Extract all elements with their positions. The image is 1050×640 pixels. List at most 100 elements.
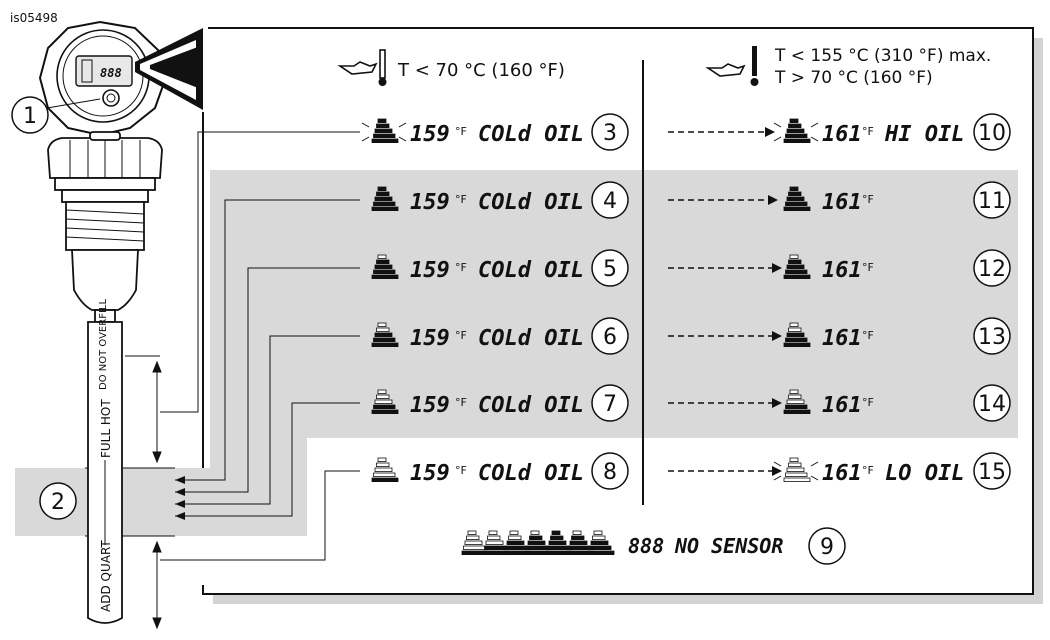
level-icons-cycle bbox=[461, 530, 615, 555]
degree-unit: °F bbox=[455, 193, 467, 206]
hot-row-15: 161°F LO OIL 15 bbox=[668, 452, 1011, 490]
temp-reading: 161 bbox=[822, 258, 862, 283]
callout-4-circle bbox=[591, 181, 629, 219]
hot-row-14: 161°F 14 bbox=[668, 384, 1011, 422]
callout-6: 6 bbox=[603, 325, 617, 350]
level-icon bbox=[371, 322, 399, 347]
sensor-text: NO SENSOR bbox=[674, 534, 783, 558]
transition-arrow bbox=[668, 195, 778, 205]
level-icon bbox=[361, 118, 407, 143]
callout-11-circle bbox=[973, 181, 1011, 219]
temp-reading: 159 bbox=[410, 258, 450, 283]
degree-unit: °F bbox=[862, 125, 874, 138]
level-icon bbox=[371, 389, 399, 414]
degree-unit: °F bbox=[862, 193, 874, 206]
cold-row-4: 159 °F COLd OIL 4 bbox=[371, 181, 629, 219]
temp-reading: 161 bbox=[822, 461, 862, 486]
callout-10: 10 bbox=[978, 121, 1006, 146]
dipstick-add-quart: ADD QUART bbox=[99, 540, 113, 612]
callout-15: 15 bbox=[978, 460, 1006, 485]
callout-12-circle bbox=[973, 249, 1011, 287]
level-icon bbox=[783, 186, 811, 211]
level-icon bbox=[587, 530, 615, 555]
cold-row-3: 159 °F COLd OIL 3 bbox=[361, 113, 629, 151]
temp-reading: 161 bbox=[822, 393, 862, 418]
temp-reading: 159 bbox=[410, 122, 450, 147]
hot-row-10: 161°F HI OIL 10 bbox=[668, 113, 1011, 151]
callout-3: 3 bbox=[603, 121, 617, 146]
cap-display-digits: 888 bbox=[100, 66, 122, 80]
cold-row-8: 159 °F COLd OIL 8 bbox=[371, 452, 629, 490]
callout-1-circle bbox=[11, 96, 49, 134]
oil-temp-icon-left bbox=[337, 49, 387, 86]
status-text: COLd OIL bbox=[478, 326, 584, 351]
callout-9: 9 bbox=[820, 535, 834, 560]
degree-unit: °F bbox=[455, 396, 467, 409]
callout-8: 8 bbox=[603, 460, 617, 485]
transition-arrow bbox=[668, 466, 782, 476]
degree-unit: °F bbox=[862, 464, 874, 477]
callout-15-circle bbox=[973, 452, 1011, 490]
degree-unit: °F bbox=[455, 464, 467, 477]
status-text: COLd OIL bbox=[478, 122, 584, 147]
callout-3-circle bbox=[591, 113, 629, 151]
temp-reading: 161 bbox=[822, 190, 862, 215]
oil-cap-top-view: 888 bbox=[38, 20, 167, 137]
callout-11: 11 bbox=[978, 189, 1006, 214]
no-sensor-row: 888 NO SENSOR 9 bbox=[461, 527, 846, 565]
transition-arrow bbox=[668, 263, 782, 273]
status-text: COLd OIL bbox=[478, 190, 584, 215]
degree-unit: °F bbox=[455, 261, 467, 274]
callout-10-circle bbox=[973, 113, 1011, 151]
temp-reading: 159 bbox=[410, 326, 450, 351]
temp-reading: 159 bbox=[410, 190, 450, 215]
callout-7-circle bbox=[591, 384, 629, 422]
hot-row-12: 161°F 12 bbox=[668, 249, 1011, 287]
temp-reading: 161 bbox=[822, 326, 862, 351]
range-arrows bbox=[152, 360, 162, 630]
header-right-line2: T > 70 °C (160 °F) bbox=[774, 68, 933, 88]
sensor-digits: 888 bbox=[628, 534, 664, 558]
leader-lines bbox=[160, 131, 360, 561]
hot-row-11: 161°F 11 bbox=[668, 181, 1011, 219]
callout-14: 14 bbox=[978, 392, 1006, 417]
callout-1: 1 bbox=[23, 104, 37, 129]
dipstick-full-hot: FULL HOT bbox=[99, 399, 113, 458]
cold-row-6: 159 °F COLd OIL 6 bbox=[371, 317, 629, 355]
level-icon bbox=[371, 457, 399, 482]
level-icon bbox=[773, 457, 819, 482]
dipstick-do-not-overfill: DO NOT OVERFILL bbox=[98, 299, 109, 390]
transition-arrow bbox=[668, 127, 775, 137]
transition-arrow bbox=[668, 331, 782, 341]
callout-6-circle bbox=[591, 317, 629, 355]
level-icon bbox=[783, 322, 811, 347]
degree-unit: °F bbox=[862, 261, 874, 274]
oil-temp-icon-right bbox=[705, 46, 759, 86]
header-right-line1: T < 155 °C (310 °F) max. bbox=[774, 46, 991, 66]
temp-reading: 159 bbox=[410, 461, 450, 486]
callout-12: 12 bbox=[978, 257, 1006, 282]
degree-unit: °F bbox=[862, 329, 874, 342]
leader-arrowheads bbox=[175, 476, 185, 520]
dipstick-side-view bbox=[47, 131, 163, 624]
callout-9-circle bbox=[808, 527, 846, 565]
status-text: HI OIL bbox=[884, 122, 964, 147]
callout-7: 7 bbox=[603, 392, 617, 417]
degree-unit: °F bbox=[455, 125, 467, 138]
temp-reading: 161 bbox=[822, 122, 862, 147]
degree-unit: °F bbox=[862, 396, 874, 409]
level-icon bbox=[371, 186, 399, 211]
callout-4: 4 bbox=[603, 189, 617, 214]
status-text: COLd OIL bbox=[478, 258, 584, 283]
status-text: LO OIL bbox=[885, 461, 964, 486]
degree-unit: °F bbox=[455, 329, 467, 342]
status-text: COLd OIL bbox=[478, 461, 584, 486]
level-icon bbox=[545, 530, 573, 555]
header-left: T < 70 °C (160 °F) bbox=[397, 60, 565, 81]
cap-display bbox=[75, 55, 133, 87]
